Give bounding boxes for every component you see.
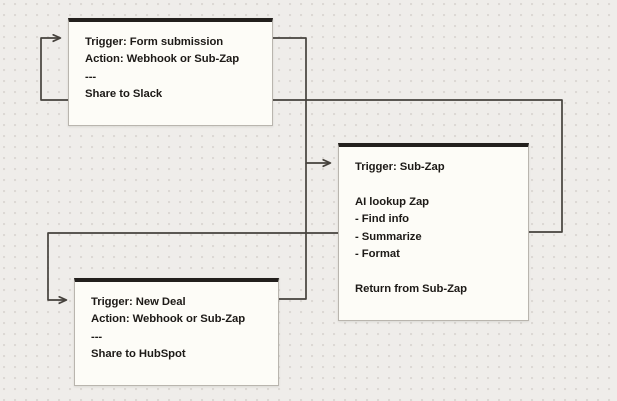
node-sub-zap[interactable]: Trigger: Sub-Zap AI lookup Zap - Find in… <box>338 143 529 321</box>
connector-new-deal-to-sub-zap <box>279 163 307 300</box>
node-sub-zap-text: Trigger: Sub-Zap AI lookup Zap - Find in… <box>355 161 468 295</box>
connector-form-self-loop <box>40 38 68 101</box>
node-new-deal-text: Trigger: New Deal Action: Webhook or Sub… <box>91 296 246 361</box>
node-form-submission-text: Trigger: Form submission Action: Webhook… <box>85 36 240 101</box>
node-new-deal[interactable]: Trigger: New Deal Action: Webhook or Sub… <box>74 278 279 386</box>
connector-form-to-sub-zap <box>273 37 330 163</box>
node-form-submission[interactable]: Trigger: Form submission Action: Webhook… <box>68 18 273 126</box>
